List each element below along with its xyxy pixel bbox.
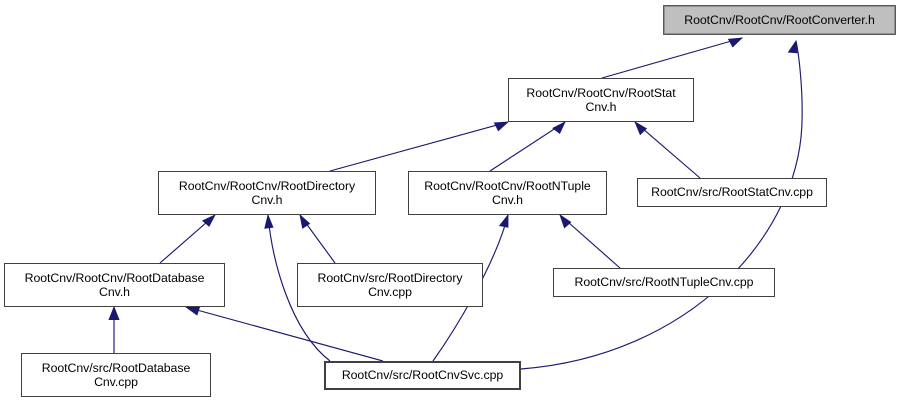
arrowhead-icon bbox=[201, 214, 216, 227]
graph-node-rootstatcnv-h[interactable]: RootCnv/RootCnv/RootStat Cnv.h bbox=[508, 78, 694, 122]
edge-rootstatcnv_cpp-to-rootstatcnv_h bbox=[634, 121, 701, 179]
graph-node-rootdirectorycnv-h[interactable]: RootCnv/RootCnv/RootDirectory Cnv.h bbox=[158, 171, 376, 215]
arrowhead-icon bbox=[787, 39, 798, 54]
graph-node-label: RootCnv/src/RootDirectory Cnv.cpp bbox=[317, 270, 463, 300]
graph-node-label: RootCnv/RootCnv/RootDatabase Cnv.h bbox=[24, 270, 205, 300]
graph-node-rootdatabasecnv-h[interactable]: RootCnv/RootCnv/RootDatabase Cnv.h bbox=[4, 263, 225, 307]
edge-line bbox=[185, 306, 384, 362]
graph-node-rootstatcnv-cpp[interactable]: RootCnv/src/RootStatCnv.cpp bbox=[637, 178, 827, 207]
edge-rootdirectorycnv_cpp-to-rootdirectorycnv_h bbox=[299, 213, 336, 264]
edge-rootcnvsvc_cpp-to-rootdirectorycnv_h bbox=[264, 213, 331, 362]
arrowhead-icon bbox=[184, 306, 201, 316]
arrowhead-icon bbox=[498, 213, 509, 228]
arrowhead-icon bbox=[493, 121, 510, 132]
edge-line bbox=[634, 121, 701, 179]
edge-rootntuplecnv_h-to-rootstatcnv_h bbox=[489, 121, 566, 172]
graph-node-rootntuplecnv-cpp[interactable]: RootCnv/src/RootNTupleCnv.cpp bbox=[553, 268, 775, 297]
graph-node-rootconverter-h[interactable]: RootCnv/RootCnv/RootConverter.h bbox=[663, 5, 896, 35]
arrowhead-icon bbox=[727, 37, 744, 48]
graph-node-label: RootCnv/RootCnv/RootDirectory Cnv.h bbox=[178, 178, 356, 208]
arrowhead-icon bbox=[634, 121, 648, 136]
arrowhead-icon bbox=[552, 121, 566, 135]
graph-node-label: RootCnv/src/RootDatabase Cnv.cpp bbox=[41, 360, 191, 390]
edge-rootcnvsvc_cpp-to-rootdatabasecnv_h bbox=[184, 306, 384, 362]
arrowhead-icon bbox=[299, 213, 311, 229]
graph-node-label: RootCnv/src/RootNTupleCnv.cpp bbox=[574, 275, 754, 290]
arrowhead-icon bbox=[264, 213, 274, 229]
edge-line bbox=[329, 121, 509, 172]
graph-node-rootdirectorycnv-cpp[interactable]: RootCnv/src/RootDirectory Cnv.cpp bbox=[297, 263, 483, 307]
graph-node-label: RootCnv/RootCnv/RootStat Cnv.h bbox=[526, 85, 676, 115]
edge-rootstatcnv_h-to-rootconverter_h bbox=[601, 37, 744, 79]
graph-node-label: RootCnv/RootCnv/RootConverter.h bbox=[684, 12, 875, 27]
edge-line bbox=[267, 214, 331, 362]
graph-node-rootdatabasecnv-cpp[interactable]: RootCnv/src/RootDatabase Cnv.cpp bbox=[21, 353, 211, 397]
graph-node-rootcnvsvc-cpp[interactable]: RootCnv/src/RootCnvSvc.cpp bbox=[324, 361, 521, 390]
edges-group bbox=[108, 37, 803, 370]
edge-rootdatabasecnv_h-to-rootdirectorycnv_h bbox=[159, 214, 216, 264]
graph-node-label: RootCnv/src/RootStatCnv.cpp bbox=[651, 185, 813, 200]
edge-rootdatabasecnv_cpp-to-rootdatabasecnv_h bbox=[108, 305, 120, 353]
edge-rootntuplecnv_cpp-to-rootntuplecnv_h bbox=[559, 214, 621, 269]
graph-node-label: RootCnv/src/RootCnvSvc.cpp bbox=[341, 368, 504, 383]
edge-line bbox=[559, 214, 621, 269]
arrowhead-icon bbox=[108, 305, 120, 320]
arrowhead-icon bbox=[559, 214, 572, 229]
edge-line bbox=[601, 37, 743, 79]
graph-node-label: RootCnv/RootCnv/RootNTuple Cnv.h bbox=[424, 178, 591, 208]
edge-rootdirectorycnv_h-to-rootstatcnv_h bbox=[329, 121, 510, 172]
edge-line bbox=[489, 121, 566, 172]
graph-node-rootntuplecnv-h[interactable]: RootCnv/RootCnv/RootNTuple Cnv.h bbox=[408, 171, 607, 215]
